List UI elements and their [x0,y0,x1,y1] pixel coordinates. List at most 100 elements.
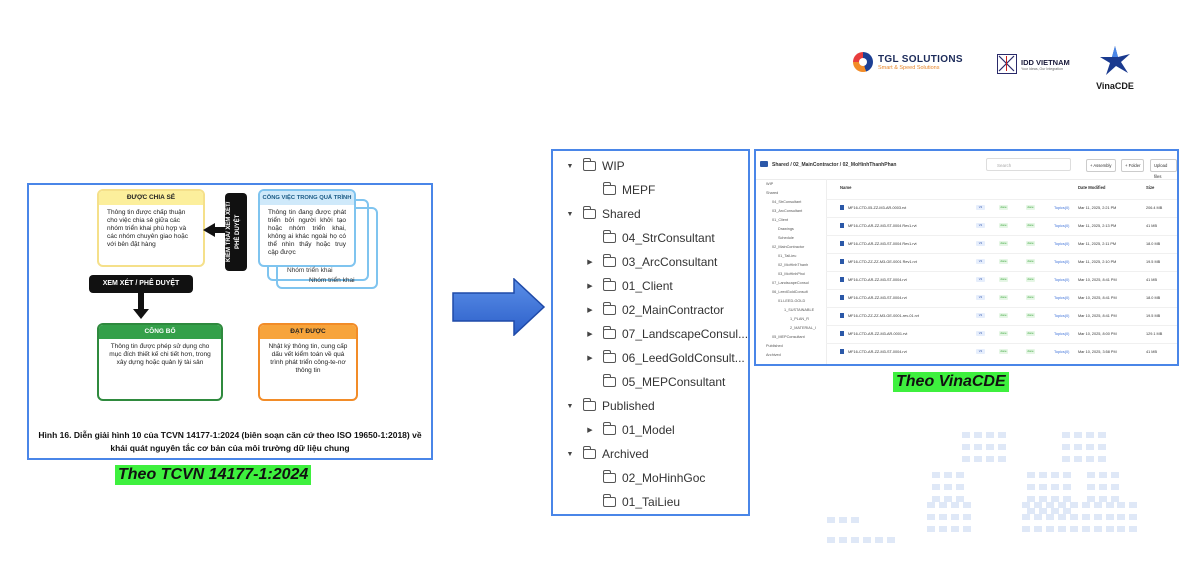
caret-right-icon[interactable]: ▶ [587,259,593,266]
sidebar-folder-item[interactable]: Drawings [778,227,794,231]
version-badge: V2 [976,295,985,300]
tree-item[interactable]: MEPF [585,179,655,201]
decorative-dot [1117,526,1125,532]
caret-down-icon[interactable]: ▼ [566,402,574,410]
topics-link[interactable]: Topics(0) [1054,242,1070,246]
sidebar-folder-item[interactable]: WIP [766,182,774,186]
tree-item[interactable]: ▶07_LandscapeConsul... [585,323,748,345]
decorative-dot [1027,508,1035,514]
tree-item[interactable]: ▶01_Model [585,419,675,441]
sidebar-folder-item[interactable]: 06_LeedGoldConsult [772,290,808,294]
tree-item[interactable]: ▼Shared [565,203,641,225]
add-assembly-button[interactable]: + Assembly [1086,159,1116,172]
sidebar-folder-item[interactable]: 1_SUSTAINABLE [784,308,815,312]
topics-link[interactable]: Topics(0) [1054,332,1070,336]
tree-item[interactable]: 01_TaiLieu [585,491,680,513]
decorative-dot [939,502,947,508]
decorative-dot [1087,472,1095,478]
sidebar-folder-item[interactable]: 01_Client [772,218,789,222]
topics-link[interactable]: Topics(0) [1054,278,1070,282]
sidebar-folder-item[interactable]: 01.LEED-GOLD [778,299,806,303]
tree-item-label: 03_ArcConsultant [622,255,718,269]
add-folder-button[interactable]: + Folder [1121,159,1145,172]
decorative-dot [1094,514,1102,520]
sidebar-folder-item[interactable]: 02_MainContractor [772,245,805,249]
sidebar-folder-item[interactable]: Schedule [778,236,794,240]
decorative-dot [998,456,1006,462]
tree-item-label: 02_MoHinhGoc [622,471,706,485]
sidebar-folder-item[interactable]: 2_MATERIAL_I [790,326,817,330]
tree-item[interactable]: 02_MoHinhGoc [585,467,705,489]
tree-item[interactable]: ▶02_MainContractor [585,299,724,321]
sidebar-folder-item[interactable]: 05_MEPConsultant [772,335,805,339]
sidebar-folder-item[interactable]: 07_LandscapeConsul [772,281,809,285]
sidebar-folder-item[interactable]: Shared [766,191,779,195]
sidebar-folder-item[interactable]: 03_MoHinhPhoi [778,272,806,276]
caret-right-icon[interactable]: ▶ [587,331,593,338]
sidebar-folder-item[interactable]: Archived [766,353,781,357]
decorative-dot [962,444,970,450]
folder-icon [603,326,616,339]
decorative-dot [1106,514,1114,520]
tree-item[interactable]: ▼Published [565,395,655,417]
file-icon [840,277,844,282]
decorative-dot [1058,526,1066,532]
tree-item[interactable]: ▼Archived [565,443,649,465]
decorative-dot [1099,496,1107,502]
tree-item-label: 05_MEPConsultant [622,375,726,389]
tree-item[interactable]: ▶01_Client [585,275,673,297]
topics-link[interactable]: Topics(0) [1054,350,1070,354]
caret-right-icon[interactable]: ▶ [587,307,593,314]
caret-right-icon[interactable]: ▶ [587,427,593,434]
caret-down-icon[interactable]: ▼ [566,210,574,218]
tree-item[interactable]: 04_StrConsultant [585,227,715,249]
file-icon [840,241,844,246]
sidebar-folder-item[interactable]: 01_TaiLieu [778,254,797,258]
folder-icon [760,161,768,167]
file-size: 41 MB [1146,350,1157,354]
decorative-dot [1039,472,1047,478]
topics-link[interactable]: Topics(0) [1054,224,1070,228]
sidebar-folder-item[interactable]: 04_StrConsultant [772,200,802,204]
decorative-dot [1106,502,1114,508]
tree-item[interactable]: ▶ 03_ArcConsultant [585,251,717,273]
upload-files-button[interactable]: Upload files [1150,159,1177,179]
search-input[interactable]: Search [986,158,1071,171]
decorative-dot [875,537,883,543]
sidebar-folder-item[interactable]: 02_MoHinhThanh [778,263,809,267]
topics-link[interactable]: Topics(0) [1054,206,1070,210]
decorative-dot [851,537,859,543]
sidebar-folder-item[interactable]: 1_PLAN_R [790,317,809,321]
topics-link[interactable]: Topics(0) [1054,260,1070,264]
decorative-dot [986,432,994,438]
decorative-dot [1039,496,1047,502]
caret-right-icon[interactable]: ▶ [587,355,593,362]
tree-item[interactable]: ▶06_LeedGoldConsult... [585,347,745,369]
decorative-dot [1117,502,1125,508]
caret-right-icon[interactable]: ▶ [587,283,593,290]
caret-down-icon[interactable]: ▼ [566,450,574,458]
decorative-dot [1027,496,1035,502]
tree-item[interactable]: ▼WIP [565,155,625,177]
file-size: 129.1 MB [1146,332,1163,336]
status-badge: done [1026,205,1035,210]
status-badge: done [1026,241,1035,246]
topics-link[interactable]: Topics(0) [1054,296,1070,300]
tree-item[interactable]: 05_MEPConsultant [585,371,725,393]
file-icon [840,223,844,228]
caret-down-icon[interactable]: ▼ [566,162,574,170]
arrow-stem [138,293,144,311]
topics-link[interactable]: Topics(0) [1054,314,1070,318]
decorative-dot [939,514,947,520]
sidebar-folder-item[interactable]: 03_ArcConsultant [772,209,803,213]
sidebar-folder-item[interactable]: Published [766,344,783,348]
